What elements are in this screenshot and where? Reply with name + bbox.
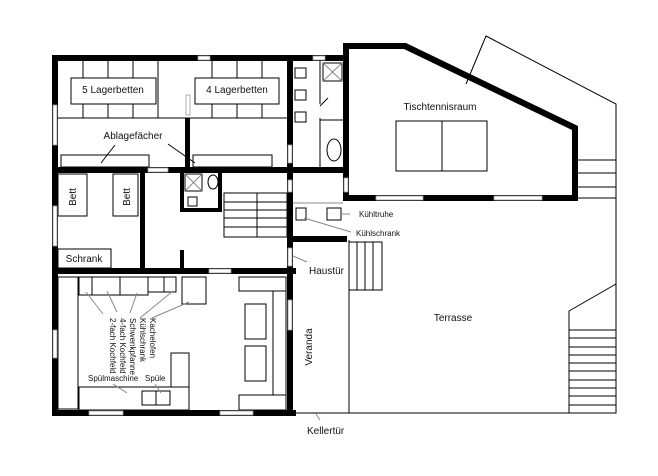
wardrobe-label: Schrank (66, 254, 104, 265)
tiled-stove-label: Kachelofen (148, 318, 157, 358)
dorm-4-label: 4 Lagerbetten (206, 85, 268, 96)
cellar-door-label: Kellertür (307, 426, 345, 437)
entrance-stairs (348, 241, 383, 291)
veranda-label: Veranda (304, 328, 315, 366)
bed-2 (112, 173, 139, 217)
dishwasher-label: Spülmaschine (88, 374, 139, 383)
cooling-room (293, 202, 352, 233)
sink-label: Spüle (145, 374, 166, 383)
fridge-label: Kühlschrank (138, 318, 147, 363)
table-tennis-label: Tischtennisraum (404, 102, 477, 113)
terrace-stairs (568, 283, 617, 413)
bed-1 (57, 173, 88, 217)
freezer-label: Kühltruhe (359, 210, 394, 219)
kitchen-fixtures (57, 276, 287, 411)
ping-pong-table (395, 120, 488, 172)
shelves-label: Ablagefächer (104, 131, 164, 142)
washroom-fixtures (294, 61, 345, 167)
bunk-frames (58, 61, 287, 168)
windows (52, 55, 349, 416)
fridge-room-label: Kühlschrank (356, 229, 401, 238)
terrace-label: Terrasse (434, 313, 473, 324)
bed-2-label: Bett (122, 188, 133, 206)
hob-2-label: 2-fach Kochfeld (108, 318, 117, 374)
terrace-outline (292, 35, 617, 414)
staircase (223, 192, 288, 238)
wardrobe (57, 248, 112, 269)
tilting-pan-label: Schwenkpfanne (128, 318, 137, 375)
bed-1-label: Bett (68, 188, 79, 206)
dorm-5-label: 5 Lagerbetten (82, 85, 144, 96)
table-tennis-room-wall (343, 43, 578, 201)
small-bathroom (184, 173, 219, 207)
front-door-label: Haustür (309, 266, 345, 277)
hob-4-label: 4-fach Kochfeld (118, 318, 127, 374)
